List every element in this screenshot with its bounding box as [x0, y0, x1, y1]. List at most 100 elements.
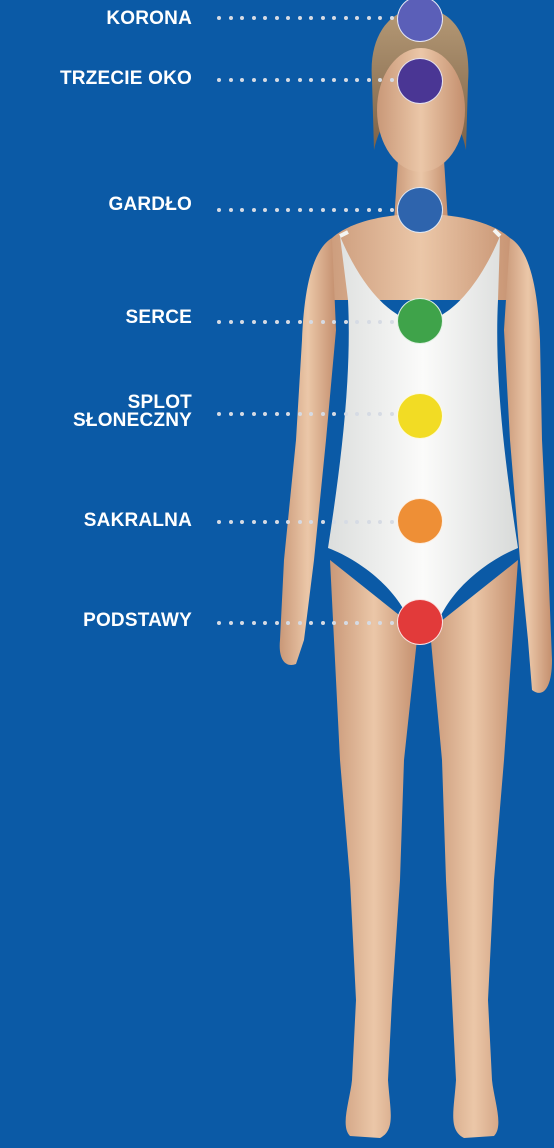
left-leg [330, 560, 418, 1138]
leader-dot [275, 208, 279, 212]
leader-dot [367, 16, 371, 20]
leader-dot [263, 16, 267, 20]
leader-dot [252, 208, 256, 212]
leader-dot [217, 78, 221, 82]
leader-dot [229, 412, 233, 416]
leader-dot [332, 16, 336, 20]
leader-dot [309, 78, 313, 82]
chakra-label-line: GARDŁO [108, 196, 192, 214]
leader-dot [217, 16, 221, 20]
leader-dot [252, 520, 256, 524]
chakra-label-line: PODSTAWY [83, 612, 192, 630]
leader-dot [286, 520, 290, 524]
leader-dot [378, 78, 382, 82]
leader-dot [298, 208, 302, 212]
dots-splot [217, 412, 397, 416]
leader-dot [332, 320, 336, 324]
leader-dot [321, 621, 325, 625]
dots-korona [217, 16, 397, 20]
leader-dot [275, 16, 279, 20]
chakra-label-podstawy: PODSTAWY [83, 612, 192, 630]
leader-dot [286, 412, 290, 416]
leader-dot [309, 412, 313, 416]
dots-gardlo [217, 208, 397, 212]
dots-sakralna [217, 520, 397, 524]
leader-dot [344, 621, 348, 625]
leader-dot [240, 16, 244, 20]
leader-dot [263, 621, 267, 625]
leader-dot [378, 320, 382, 324]
leader-dot [309, 16, 313, 20]
leader-dot [298, 621, 302, 625]
leader-dot [390, 520, 394, 524]
leader-dot [344, 78, 348, 82]
leader-dot [344, 320, 348, 324]
chakra-circle-gardlo [397, 187, 443, 233]
leader-dot [355, 16, 359, 20]
leader-dot [286, 621, 290, 625]
leader-dot [229, 78, 233, 82]
leader-dot [252, 412, 256, 416]
leader-dot [355, 78, 359, 82]
leader-dot [252, 16, 256, 20]
leader-dot [367, 78, 371, 82]
leader-dot [286, 78, 290, 82]
leader-dot [332, 412, 336, 416]
chakra-circle-splot [397, 393, 443, 439]
leader-dot [286, 16, 290, 20]
chakra-label-line: TRZECIE OKO [60, 70, 192, 88]
chakra-label-line: KORONA [106, 10, 192, 28]
leader-dot [344, 412, 348, 416]
leader-dot [275, 412, 279, 416]
chakra-label-trzecie: TRZECIE OKO [60, 70, 192, 88]
leader-dot [378, 208, 382, 212]
leader-dot [229, 320, 233, 324]
leader-dot [378, 412, 382, 416]
leader-dot [390, 78, 394, 82]
leader-dot [240, 520, 244, 524]
leader-dot [263, 412, 267, 416]
leader-dot [378, 520, 382, 524]
chakra-label-sakralna: SAKRALNA [84, 512, 192, 530]
leader-dot [367, 520, 371, 524]
leader-dot [390, 621, 394, 625]
leader-dot [321, 16, 325, 20]
leader-dot [321, 208, 325, 212]
chakra-circle-serce [397, 298, 443, 344]
leader-dot [355, 520, 359, 524]
leader-dot [275, 320, 279, 324]
leader-dot [309, 621, 313, 625]
chakra-circle-trzecie [397, 58, 443, 104]
leader-dot [355, 621, 359, 625]
leader-dot [390, 16, 394, 20]
leader-dot [240, 412, 244, 416]
leader-dot [229, 520, 233, 524]
leader-dot [217, 520, 221, 524]
leader-dot [332, 208, 336, 212]
leader-dot [286, 208, 290, 212]
leader-dot [217, 320, 221, 324]
dots-serce [217, 320, 397, 324]
chakra-circle-sakralna [397, 498, 443, 544]
chakra-circle-podstawy [397, 599, 443, 645]
leader-dot [252, 621, 256, 625]
leader-dot [252, 78, 256, 82]
leader-dot [229, 621, 233, 625]
dots-trzecie [217, 78, 397, 82]
leader-dot [378, 621, 382, 625]
leader-dot [240, 208, 244, 212]
dots-podstawy [217, 621, 397, 625]
leader-dot [321, 412, 325, 416]
leader-dot [390, 208, 394, 212]
chakra-label-line: SAKRALNA [84, 512, 192, 530]
chakra-label-gardlo: GARDŁO [108, 196, 192, 214]
leader-dot [298, 320, 302, 324]
leader-dot [298, 78, 302, 82]
leader-dot [321, 520, 325, 524]
leader-dot [217, 621, 221, 625]
leader-dot [332, 520, 336, 524]
leader-dot [240, 78, 244, 82]
leader-dot [367, 320, 371, 324]
leader-dot [367, 208, 371, 212]
leader-dot [252, 320, 256, 324]
